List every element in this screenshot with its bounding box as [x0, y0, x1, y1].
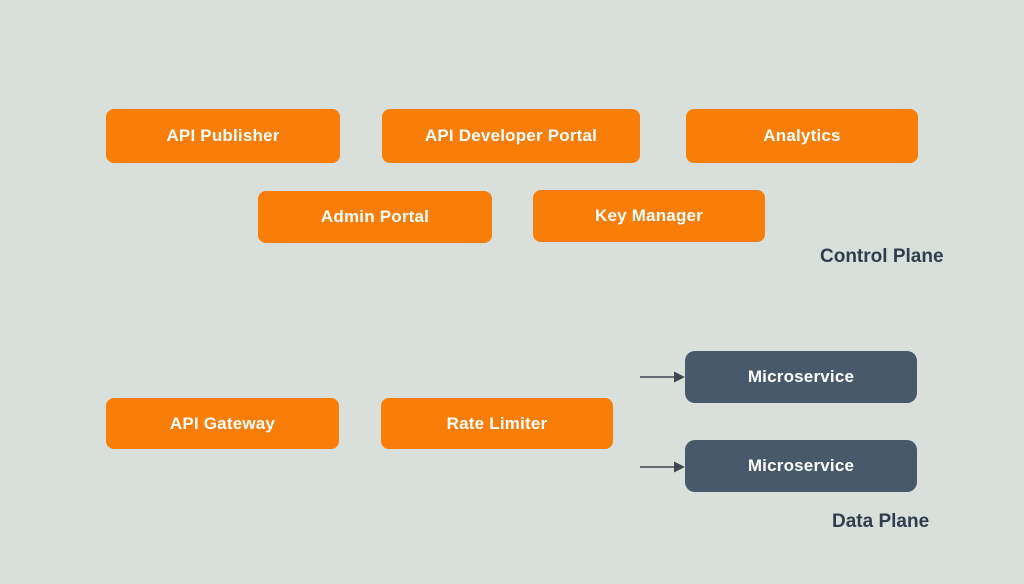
control-plane-label: Control Plane: [820, 246, 944, 267]
node-api-developer-portal: API Developer Portal: [382, 109, 640, 163]
node-api-gateway: API Gateway: [106, 398, 339, 449]
node-microservice-1: Microservice: [685, 351, 917, 403]
node-rate-limiter: Rate Limiter: [381, 398, 613, 449]
node-microservice-2: Microservice: [685, 440, 917, 492]
node-admin-portal: Admin Portal: [258, 191, 492, 243]
node-analytics: Analytics: [686, 109, 918, 163]
node-key-manager: Key Manager: [533, 190, 765, 242]
data-plane-label: Data Plane: [832, 511, 930, 532]
node-api-publisher: API Publisher: [106, 109, 340, 163]
